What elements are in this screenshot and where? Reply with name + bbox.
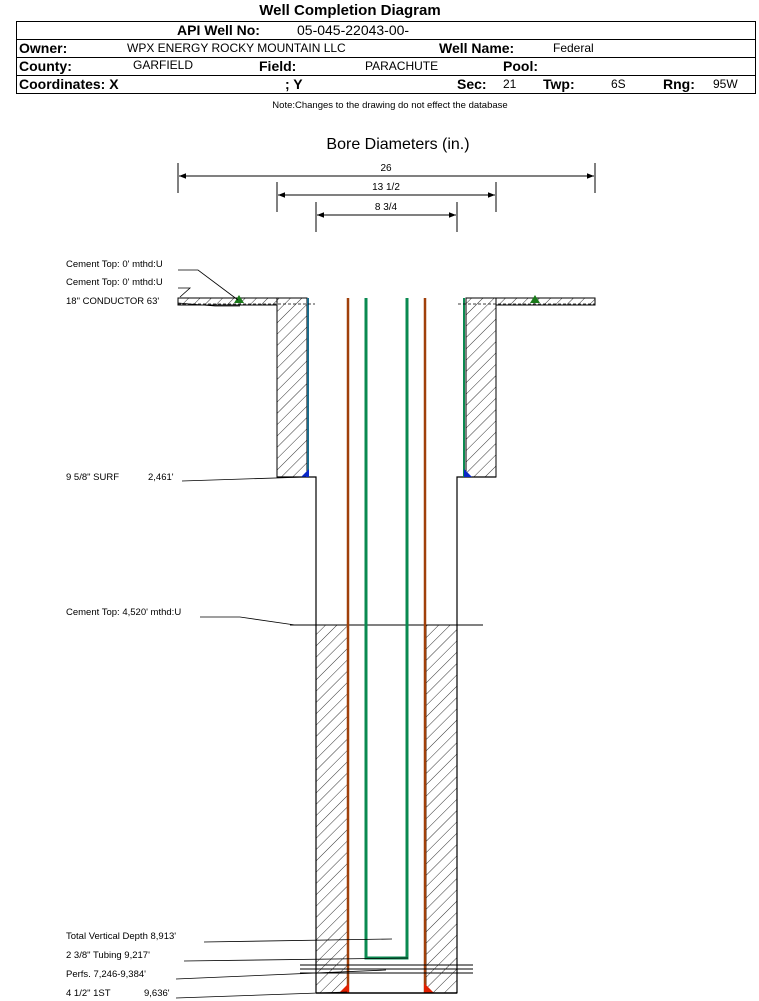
surface-cement-right: [465, 297, 497, 478]
twp-value: 6S: [611, 77, 626, 91]
production-casing-label: 4 1/2" 1ST: [66, 988, 111, 999]
y-label: ; Y: [285, 76, 303, 92]
leader-tvd: [203, 938, 393, 943]
bore-diameters-title: Bore Diameters (in.): [326, 136, 469, 153]
field-label: Field:: [259, 58, 297, 74]
tubing-label: 2 3/8" Tubing 9,217': [66, 950, 150, 961]
production-shoe-right: [424, 983, 434, 993]
production-cement-left: [315, 624, 349, 994]
twp-label: Twp:: [543, 76, 575, 92]
header-row-coordinates: Coordinates: X ; Y Sec: 21 Twp: 6S Rng: …: [17, 76, 755, 94]
leader-cement-top-2: [178, 287, 192, 298]
ground-marker-right: [530, 295, 540, 303]
surface-cement-left: [276, 297, 308, 478]
leader-cement-top-3: [200, 616, 296, 626]
sec-value: 21: [503, 77, 517, 91]
api-value: 05-045-22043-00-: [297, 22, 410, 38]
county-value: GARFIELD: [133, 58, 194, 72]
header-row-county: County: GARFIELD Field: PARACHUTE Pool:: [17, 58, 755, 76]
tubing-string: [364, 298, 409, 960]
borehole-outline-left: [277, 476, 317, 993]
surface-shoe-left: [301, 469, 309, 477]
header-row-api: API Well No: 05-045-22043-00-: [17, 22, 755, 40]
borehole-outline-right: [456, 476, 496, 993]
rng-value: 95W: [713, 77, 738, 91]
leader-surface-casing: [181, 476, 307, 482]
well-name-value: Federal: [553, 41, 594, 55]
field-value: PARACHUTE: [365, 59, 439, 73]
cement-top-label-3: Cement Top: 4,520' mthd:U: [66, 607, 181, 618]
owner-label: Owner:: [19, 40, 68, 56]
production-casing-depth: 9,636': [144, 988, 170, 999]
leader-perforations: [175, 969, 387, 980]
surface-shoe-right: [464, 469, 472, 477]
header-row-owner: Owner: WPX ENERGY ROCKY MOUNTAIN LLC Wel…: [17, 40, 755, 58]
leader-production-casing: [175, 991, 348, 999]
dim-13-label: 13 1/2: [372, 182, 400, 193]
conductor-label: 18" CONDUCTOR 63': [66, 296, 159, 307]
sec-label: Sec:: [457, 76, 487, 92]
leader-conductor: [177, 302, 240, 307]
api-label: API Well No:: [177, 22, 260, 38]
leader-tubing: [183, 957, 409, 962]
county-label: County:: [19, 58, 72, 74]
rng-label: Rng:: [663, 76, 695, 92]
well-header-table: API Well No: 05-045-22043-00- Owner: WPX…: [16, 21, 756, 94]
diagram-title: Well Completion Diagram: [259, 2, 441, 19]
dim-8-label: 8 3/4: [375, 202, 398, 213]
cement-top-label-1: Cement Top: 0' mthd:U: [66, 259, 163, 270]
well-name-label: Well Name:: [439, 40, 515, 56]
surface-casing-depth: 2,461': [148, 472, 174, 483]
coordinates-label: Coordinates: X: [19, 76, 119, 92]
dim-26-label: 26: [380, 163, 392, 174]
production-cement-right: [425, 624, 458, 994]
surface-casing-label: 9 5/8" SURF: [66, 472, 119, 483]
leader-cement-top-1: [178, 269, 239, 301]
perforations-label: Perfs. 7,246-9,384': [66, 969, 146, 980]
database-note: Note:Changes to the drawing do not effec…: [272, 100, 508, 111]
cement-top-label-2: Cement Top: 0' mthd:U: [66, 277, 163, 288]
owner-value: WPX ENERGY ROCKY MOUNTAIN LLC: [127, 41, 346, 55]
production-shoe-left: [339, 983, 349, 993]
tvd-label: Total Vertical Depth 8,913': [66, 931, 176, 942]
pool-label: Pool:: [503, 58, 538, 74]
ground-marker-left: [234, 295, 244, 303]
